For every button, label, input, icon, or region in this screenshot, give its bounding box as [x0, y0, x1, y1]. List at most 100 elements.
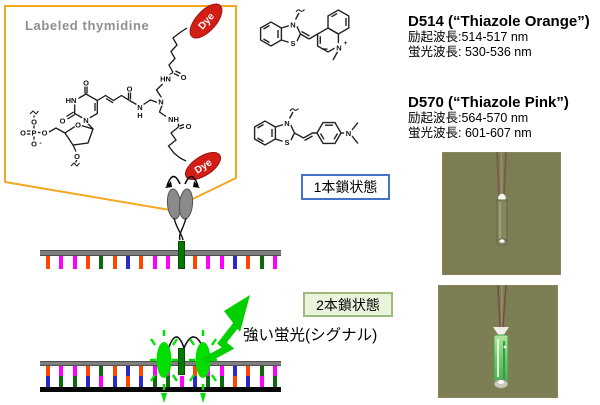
atom-o: O — [74, 152, 80, 161]
dye-oval-bottom — [184, 152, 222, 180]
dye-d570-excitation: 励起波長:564-570 nm — [408, 111, 529, 125]
capillary-tip-glint — [498, 380, 504, 384]
atom-p: P — [31, 129, 36, 138]
labeled-thymidine-callout: HN O O N O N H N HN O NH O O O P O O O -… — [4, 3, 237, 212]
atom-n: N — [137, 103, 142, 112]
base-tick — [126, 376, 131, 387]
atom-o: O — [75, 121, 81, 130]
base-tick — [126, 256, 131, 269]
base-tick — [219, 366, 224, 378]
dye-info-d570: D570 (“Thiazole Pink”) 励起波長:564-570 nm 蛍… — [408, 94, 569, 141]
base-tick — [72, 376, 77, 387]
atom-n: N — [284, 119, 289, 128]
base-tick — [46, 366, 50, 378]
base-tick — [192, 256, 197, 269]
atom-o: O — [181, 73, 187, 82]
dye-d514-excitation: 励起波長:514-517 nm — [408, 30, 529, 44]
dye-d570-title: D570 (“Thiazole Pink”) — [408, 94, 569, 111]
double-strand-bottom-bases — [46, 376, 286, 387]
capillary-upper-core — [500, 285, 503, 328]
base-tick — [192, 376, 197, 387]
base-tick — [86, 376, 91, 387]
capillary-body — [496, 199, 508, 243]
atom-plus: + — [344, 40, 348, 47]
base-tick — [192, 366, 197, 378]
labeled-thymidine-site — [178, 348, 185, 375]
dye-ovals: Dye Dye — [184, 3, 223, 180]
dye-d514-emission: 蛍光波長: 530-536 nm — [408, 45, 532, 59]
base-tick — [206, 376, 211, 387]
signal-bolt-shaft — [202, 322, 239, 365]
base-tick — [152, 376, 157, 387]
base-tick — [72, 256, 77, 269]
intercalation-arc-left — [167, 336, 185, 351]
atom-labels: HN O O N O N H N HN O NH O O O P O O O -… — [20, 73, 192, 161]
base-tick — [112, 366, 117, 378]
atom-nh: NH — [168, 115, 179, 124]
base-tick — [99, 376, 104, 387]
base-tick — [59, 376, 64, 387]
glowing-column — [493, 334, 509, 384]
base-tick — [86, 366, 91, 378]
base-tick — [72, 366, 77, 378]
base-tick — [166, 376, 171, 387]
base-tick — [139, 256, 144, 269]
base-tick — [126, 366, 131, 378]
base-tick — [152, 256, 157, 269]
dye-info-d514: D514 (“Thiazole Orange”) 励起波長:514-517 nm… — [408, 13, 590, 60]
base-tick — [139, 366, 144, 378]
dye-linkers — [173, 217, 187, 241]
base-tick — [112, 256, 117, 269]
atom-o: O — [31, 118, 37, 127]
callout-title: Labeled thymidine — [25, 18, 150, 33]
labeled-thymidine-site — [178, 241, 185, 269]
base-tick — [152, 366, 157, 378]
strong-fluorescence-label: 強い蛍光(シグナル) — [243, 327, 378, 344]
double-strand-bottom-backbone — [40, 387, 281, 392]
glowing-dye-left — [156, 342, 172, 378]
base-tick — [219, 376, 224, 387]
double-strand-top-bases — [46, 348, 286, 378]
base-tick — [99, 256, 104, 269]
base-tick — [259, 376, 264, 387]
atom-o: O — [83, 79, 89, 88]
callout-outline — [4, 5, 237, 212]
atom-s: S — [284, 138, 289, 147]
thiazole-pink-structure: N S N — [253, 108, 359, 147]
base-tick — [219, 256, 224, 269]
atom-s: S — [290, 39, 295, 48]
capillary-upper — [497, 285, 507, 328]
signal-bolt-arrowhead — [224, 295, 250, 332]
dye-d570-emission: 蛍光波長: 601-607 nm — [408, 126, 532, 140]
double-strand-state-label: 2本鎖状態 — [303, 292, 393, 317]
atom-n: N — [290, 21, 295, 30]
glowing-dye-right — [195, 342, 211, 378]
base-tick — [272, 256, 277, 269]
base-tick — [59, 256, 64, 269]
thymidine-structure — [27, 27, 188, 167]
glow-spikes — [150, 330, 217, 390]
capillary-cap — [493, 327, 509, 339]
base-tick — [246, 256, 251, 269]
base-tick — [206, 256, 211, 269]
atom-n: N — [346, 129, 351, 138]
atom-o: O — [20, 129, 26, 138]
base-tick — [59, 366, 64, 378]
base-tick — [99, 366, 104, 378]
base-tick — [166, 256, 171, 269]
rotation-arrow-left-head — [165, 181, 172, 188]
rotation-arrow-left — [166, 175, 181, 187]
capillary-upper — [496, 152, 507, 197]
base-tick — [112, 376, 117, 387]
base-tick — [246, 376, 251, 387]
base-tick — [259, 256, 264, 269]
atom-hn: HN — [160, 75, 171, 84]
atom-o: O — [186, 122, 192, 131]
base-tick — [272, 376, 277, 387]
base-tick — [46, 376, 50, 387]
capillary-tip-glint — [499, 239, 505, 243]
base-tick — [179, 376, 184, 387]
single-strand-backbone — [40, 250, 281, 256]
single-strand-state-label: 1本鎖状態 — [301, 174, 390, 200]
